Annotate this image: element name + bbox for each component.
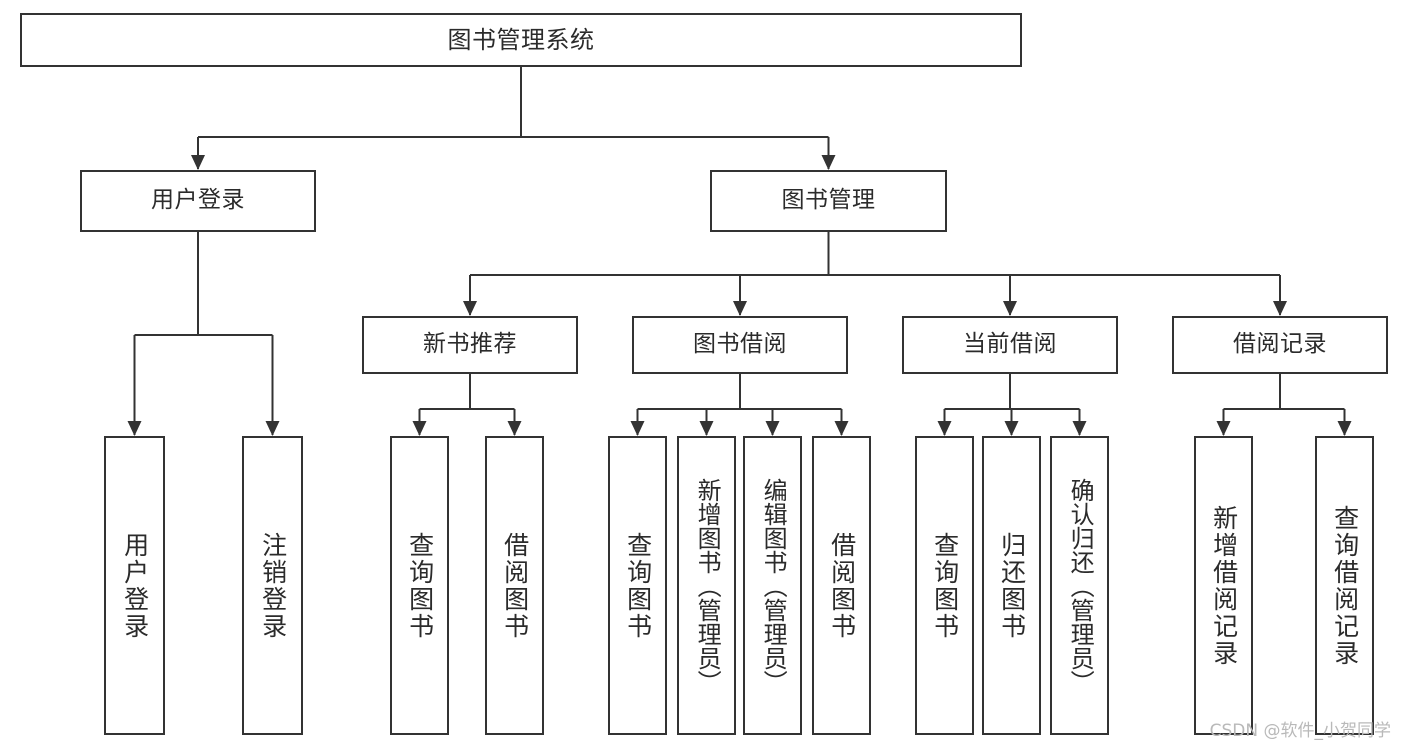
node-label: 新书推荐 — [423, 331, 517, 358]
node-label: 当前借阅 — [963, 331, 1057, 358]
leaf-logout[interactable]: 注销登录 — [242, 436, 303, 735]
node-label: 注销登录 — [258, 531, 288, 640]
node-new-book-recommendation[interactable]: 新书推荐 — [362, 316, 578, 374]
leaf-borrow-books-recommendation[interactable]: 借阅图书 — [485, 436, 544, 735]
node-label: 编辑图书（管理员） — [759, 477, 788, 694]
leaf-query-books-borrowing[interactable]: 查询图书 — [608, 436, 667, 735]
node-label: 用户登录 — [120, 531, 150, 640]
leaf-confirm-return-admin[interactable]: 确认归还（管理员） — [1050, 436, 1109, 735]
node-label: 新增图书（管理员） — [693, 477, 722, 694]
leaf-return-books[interactable]: 归还图书 — [982, 436, 1041, 735]
node-label: 借阅图书 — [500, 531, 530, 640]
node-label: 确认归还（管理员） — [1066, 477, 1095, 694]
csdn-watermark: CSDN @软件_小贺同学 — [1209, 721, 1391, 741]
leaf-query-books-recommendation[interactable]: 查询图书 — [390, 436, 449, 735]
node-label: 查询借阅记录 — [1330, 504, 1360, 667]
leaf-add-borrowing-record[interactable]: 新增借阅记录 — [1194, 436, 1253, 735]
node-label: 图书管理系统 — [447, 25, 595, 54]
node-user-login[interactable]: 用户登录 — [80, 170, 316, 232]
node-book-management[interactable]: 图书管理 — [710, 170, 947, 232]
node-book-borrowing[interactable]: 图书借阅 — [632, 316, 848, 374]
leaf-user-login[interactable]: 用户登录 — [104, 436, 165, 735]
leaf-edit-book-admin[interactable]: 编辑图书（管理员） — [743, 436, 802, 735]
leaf-query-books-current[interactable]: 查询图书 — [915, 436, 974, 735]
node-label: 借阅图书 — [827, 531, 857, 640]
node-label: 图书借阅 — [693, 331, 787, 358]
node-root[interactable]: 图书管理系统 — [20, 13, 1022, 67]
leaf-add-book-admin[interactable]: 新增图书（管理员） — [677, 436, 736, 735]
node-label: 借阅记录 — [1233, 331, 1327, 358]
node-label: 查询图书 — [405, 531, 435, 640]
node-label: 查询图书 — [623, 531, 653, 640]
node-label: 图书管理 — [781, 187, 876, 214]
node-label: 归还图书 — [997, 531, 1027, 640]
node-label: 新增借阅记录 — [1209, 504, 1239, 667]
leaf-query-borrowing-record[interactable]: 查询借阅记录 — [1315, 436, 1374, 735]
leaf-borrow-books-borrowing[interactable]: 借阅图书 — [812, 436, 871, 735]
node-borrowing-records[interactable]: 借阅记录 — [1172, 316, 1388, 374]
node-current-borrowing[interactable]: 当前借阅 — [902, 316, 1118, 374]
node-label: 用户登录 — [151, 187, 245, 214]
node-label: 查询图书 — [930, 531, 960, 640]
